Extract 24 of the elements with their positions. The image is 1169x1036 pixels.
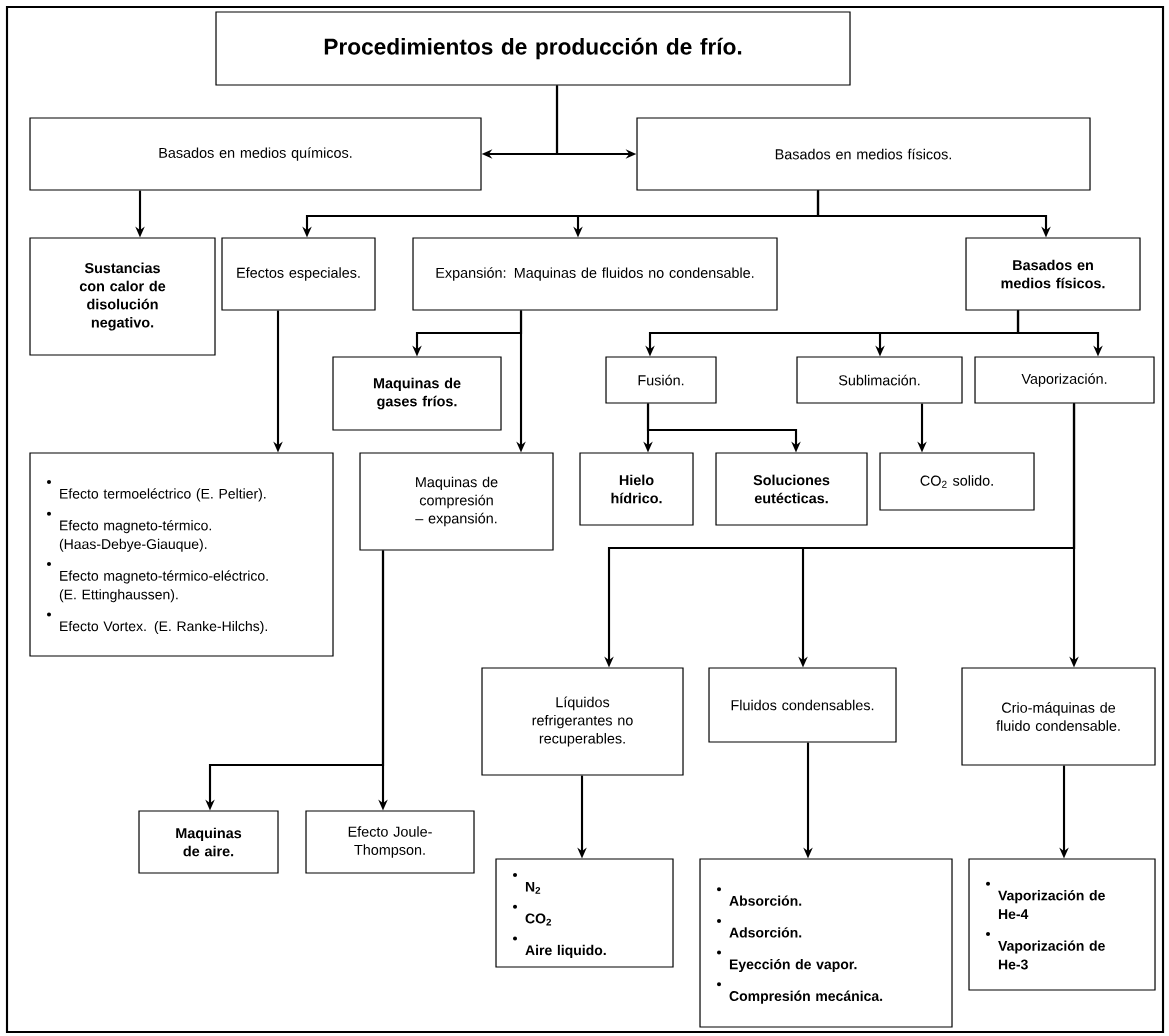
title-box: Procedimientos de producción de frío. bbox=[215, 11, 851, 86]
process-box: Maquinas de compresión – expansión. bbox=[359, 452, 554, 551]
process-box: Basados en medios físicos. bbox=[636, 117, 1091, 191]
process-box: Líquidos refrigerantes no recuperables. bbox=[481, 667, 684, 776]
process-box: Fluidos condensables. bbox=[708, 667, 897, 743]
process-box: Expansión: Maquinas de fluidos no condensable. bbox=[412, 237, 778, 311]
list-box: Vaporización de He-4 Vaporización de He-3 bbox=[968, 858, 1156, 991]
list-box: Efecto termoeléctrico (E. Peltier). Efecto magneto-térmico. (Haas-Debye-Giauque). Efecto magneto-térmico-eléctrico. (E. Ettinghaussen). Efecto Vortex. (E. Ranke-Hilchs). bbox=[29, 452, 334, 657]
list-box: N$_{2}$ CO$_{2}$ Aire liquido. bbox=[495, 858, 674, 968]
process-box: Efectos especiales. bbox=[221, 237, 376, 311]
process-box: Crio-máquinas de fluido condensable. bbox=[961, 667, 1156, 766]
process-box: Maquinas de aire. bbox=[138, 810, 279, 874]
list-box: Absorción. Adsorción. Eyección de vapor. Compresión mecánica. bbox=[699, 858, 953, 1028]
process-box: Vaporización. bbox=[974, 356, 1155, 404]
process-box: Fusión. bbox=[605, 356, 717, 404]
process-box: Sublimación. bbox=[796, 356, 963, 404]
process-box: CO$_{2}$ solido. bbox=[879, 452, 1035, 511]
process-box: Maquinas de gases fríos. bbox=[332, 356, 502, 431]
process-box: Efecto Joule-Thompson. bbox=[305, 810, 475, 874]
process-box: Basados en medios químicos. bbox=[29, 117, 482, 191]
process-box: Hielo hídrico. bbox=[579, 452, 694, 526]
process-box: Basados en medios físicos. bbox=[965, 237, 1141, 311]
process-box: Sustancias con calor de disolución negativo. bbox=[29, 237, 216, 356]
process-box: Soluciones eutécticas. bbox=[715, 452, 868, 526]
